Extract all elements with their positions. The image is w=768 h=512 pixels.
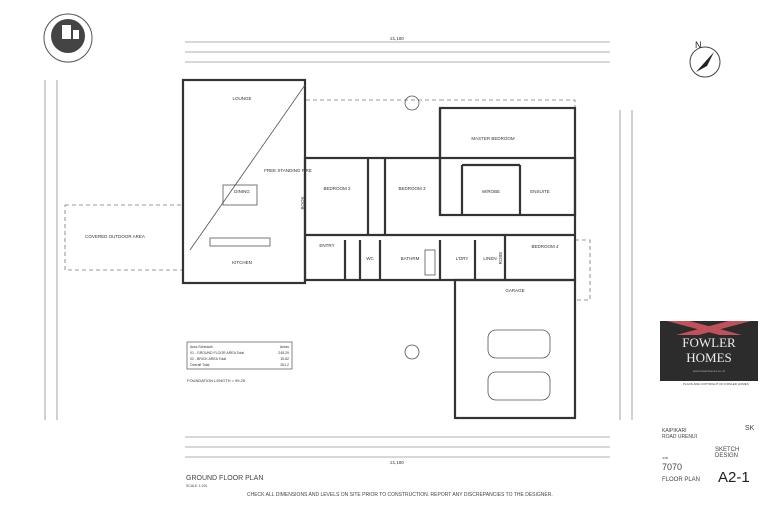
room-label: 02 - BRICK AREA Total [190, 357, 226, 361]
room-label: Overall Total [190, 363, 210, 367]
room-label: BEDROOM 2 [323, 186, 351, 191]
plan-line [453, 278, 577, 420]
sheet-title: FLOOR PLAN [662, 477, 701, 483]
plan-line [62, 25, 71, 39]
room-label: L'DRY [456, 256, 469, 261]
plan-line [424, 249, 436, 276]
living-block: LOUNGE DINING KITCHEN FREE STANDING FIRE… [181, 78, 312, 285]
room-label: 15.82 [280, 357, 289, 361]
plan-line [73, 30, 79, 39]
foundation-length: FOUNDATION LENGTH = 99.25 [187, 378, 246, 383]
job-number: 7070 [662, 462, 683, 472]
room-label: 261.2 [280, 363, 289, 367]
overall-dimension: 21,180 [390, 36, 404, 41]
room-label: 245.29 [278, 351, 289, 355]
robe-label: ROBE [498, 252, 503, 265]
job-label: JOB [662, 456, 668, 460]
room-label: BATHRM [401, 256, 420, 261]
plan-line [189, 84, 306, 251]
plan-line [181, 78, 307, 285]
stage: SKETCH DESIGN [715, 447, 740, 459]
room-label: WC [366, 256, 374, 261]
plan-line [487, 371, 551, 401]
site-note: CHECK ALL DIMENSIONS AND LEVELS ON SITE … [247, 492, 553, 498]
section-marker [404, 95, 420, 111]
brand-website: www.fowlerhomes.co.nz [692, 369, 726, 373]
logo-roof [660, 321, 758, 335]
plan-line [222, 184, 258, 206]
brand-line-2: HOMES [686, 350, 732, 365]
room-label: N [695, 40, 702, 50]
room-label: BEDROOM 4 [531, 244, 559, 249]
room-label: BEDROOM 3 [398, 186, 426, 191]
plan-line [209, 237, 271, 247]
plan-line [575, 239, 591, 301]
room-label: DINING [234, 189, 250, 194]
section-marker [404, 344, 420, 360]
sheet-number: A2-1 [718, 469, 750, 486]
room-label: 01 - GROUND FLOOR AREA Total [190, 351, 244, 355]
fowler-homes-logo: FOWLER HOMES www.fowlerhomes.co.nz [660, 321, 758, 381]
area-schedule-table: Area Schedule Areas 01 - GROUND FLOOR AR… [186, 341, 293, 370]
site-address: KAIPIKARI ROAD URENUI [662, 428, 698, 440]
revision: SK [745, 425, 755, 432]
room-label: FREE STANDING FIRE [264, 168, 312, 173]
dimension-lines: 21,180 21,180 [44, 36, 633, 465]
plan-line [689, 46, 721, 78]
room-label: MASTER BEDROOM [471, 136, 515, 141]
room-label: ENSUITE [530, 189, 550, 194]
plan-line [438, 106, 577, 217]
room-label: COVERED OUTDOOR AREA [85, 234, 145, 239]
room-label: LINEN [483, 256, 496, 261]
room-label: Area Schedule [190, 345, 213, 349]
room-label: KITCHEN [232, 260, 252, 265]
plan-scale: SCALE 1:100 [186, 484, 208, 488]
garage: GARAGE [453, 278, 577, 420]
bedroom-wing: BEDROOM 2 BEDROOM 3 MASTER BEDROOM W/ROB… [303, 106, 577, 282]
lbp-logo-badge [43, 13, 93, 63]
room-label: ENTRY [319, 243, 334, 248]
room-label: Areas [280, 345, 289, 349]
room-label: GARAGE [505, 288, 524, 293]
brand-line-1: FOWLER [682, 335, 736, 350]
room-label: 21,180 [390, 460, 404, 465]
north-arrow-icon: N [689, 40, 721, 78]
plan-title: GROUND FLOOR PLAN [186, 475, 264, 482]
plan-line [487, 329, 551, 359]
plan-line [186, 341, 293, 370]
copyright: PLANS ARE COPYRIGHT OF FOWLER HOMES [683, 382, 749, 386]
room-label: W/ROBE [482, 189, 500, 194]
book-shelf-label: BOOK [300, 196, 305, 209]
plan-line [696, 52, 714, 72]
room-label: LOUNGE [232, 96, 251, 101]
plan-line [304, 99, 440, 155]
